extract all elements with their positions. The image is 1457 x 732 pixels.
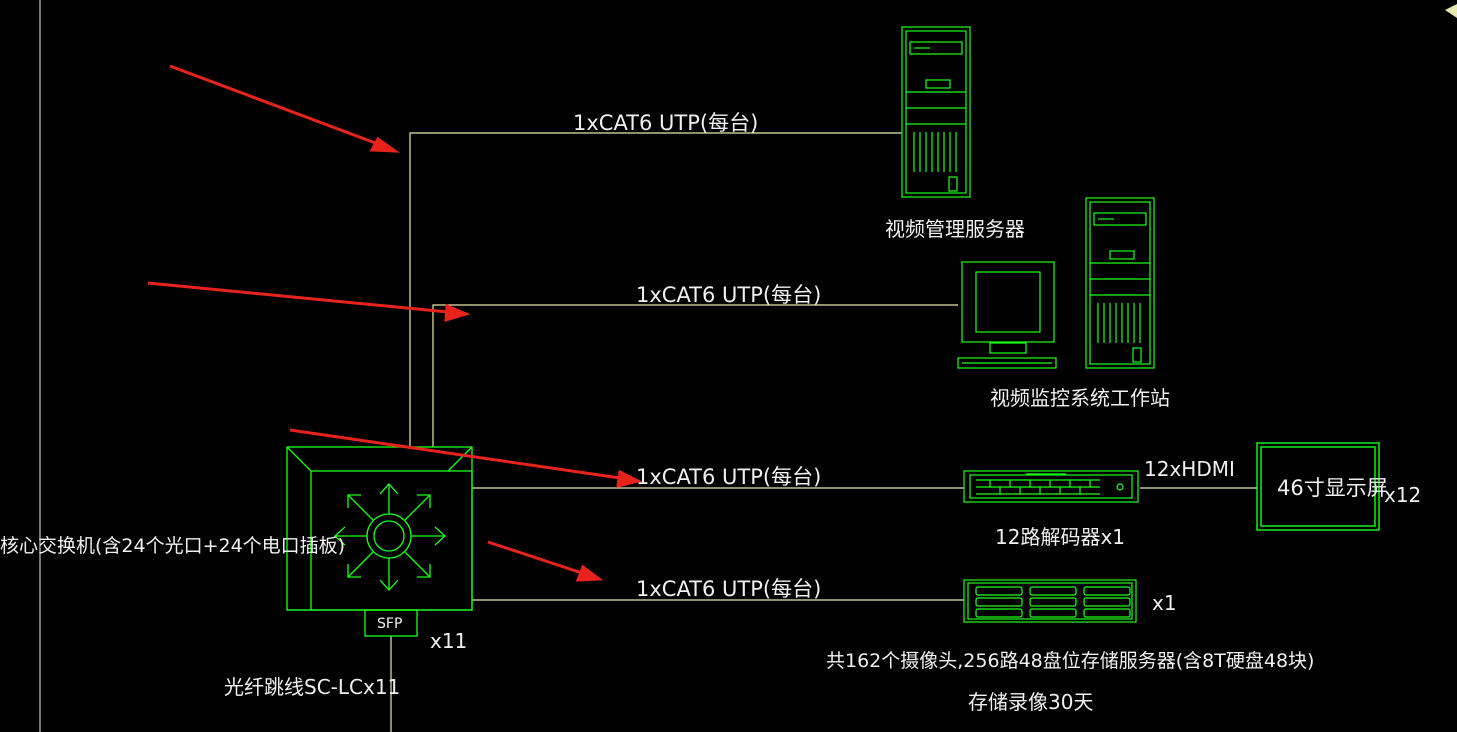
red-arrow-head [616, 469, 643, 488]
sfp-label: SFP [377, 616, 402, 632]
sfp-module-box [364, 609, 418, 637]
link-label: 1xCAT6 UTP(每台) [636, 465, 821, 489]
device-label-video-server: 视频管理服务器 [885, 217, 1025, 241]
wire-to-workstation [432, 304, 958, 447]
red-arrow-icon [169, 64, 379, 146]
wire-to-video-server [409, 132, 902, 447]
red-arrow-head [369, 136, 401, 153]
hdmi-label: 12xHDMI [1144, 457, 1235, 481]
annotation-arrows [147, 64, 643, 582]
device-label-storage-retention: 存储录像30天 [968, 690, 1093, 714]
storage-server-icon [963, 579, 1137, 623]
device-label-core-switch: 核心交换机(含24个光口+24个电口插板) [0, 535, 345, 557]
decoder-icon [963, 470, 1139, 503]
switch-arrows-icon [334, 483, 446, 591]
storage-quantity: x1 [1152, 591, 1177, 615]
device-label-display: 46寸显示屏 [1277, 476, 1388, 500]
link-label: 1xCAT6 UTP(每台) [573, 111, 758, 135]
wiring [390, 132, 1257, 732]
device-label-workstation: 视频监控系统工作站 [990, 386, 1170, 410]
sfp-quantity: x11 [430, 629, 467, 653]
red-arrow-icon [289, 428, 621, 480]
workstation-tower-icon [1085, 197, 1155, 369]
core-switch-icon [286, 446, 473, 637]
display-icon [1256, 442, 1380, 531]
red-arrow-icon [147, 281, 449, 314]
workstation-monitor-icon [957, 261, 1057, 369]
link-label: 1xCAT6 UTP(每台) [636, 283, 821, 307]
fiber-jumper-label: 光纤跳线SC-LCx11 [224, 675, 400, 699]
display-quantity: x12 [1384, 483, 1421, 507]
red-arrow-head [444, 303, 471, 323]
red-arrow-head [575, 564, 604, 582]
link-label: 1xCAT6 UTP(每台) [636, 577, 821, 601]
corner-mark [1445, 4, 1457, 18]
device-label-decoder: 12路解码器x1 [995, 525, 1125, 549]
device-label-storage: 共162个摄像头,256路48盘位存储服务器(含8T硬盘48块) [826, 650, 1314, 672]
red-arrow-icon [487, 540, 583, 575]
server-tower-icon [901, 26, 971, 198]
